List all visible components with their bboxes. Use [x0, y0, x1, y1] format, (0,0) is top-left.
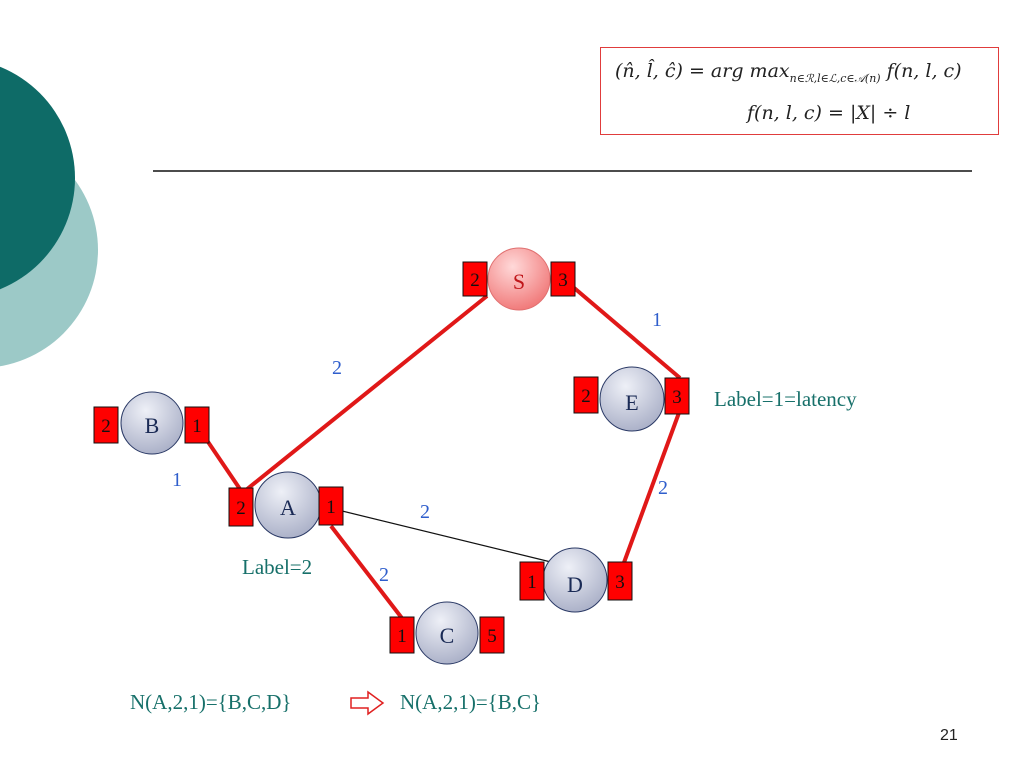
- neighbor-set-before: N(A,2,1)={B,C,D}: [130, 690, 292, 714]
- node-b: B 2 1: [93, 391, 210, 455]
- neighbor-set-after: N(A,2,1)={B,C}: [400, 690, 541, 714]
- node-b-right-port-label: 1: [192, 416, 202, 437]
- node-b-left-port-label: 2: [101, 416, 111, 437]
- label-a-annotation: Label=2: [242, 555, 312, 579]
- node-e-left-port-label: 2: [581, 386, 591, 407]
- node-e: E 2 3: [573, 366, 690, 432]
- edge-a-s-weight: 2: [332, 357, 342, 379]
- node-c-left-port-label: 1: [397, 626, 407, 647]
- node-e-right-port: [664, 377, 690, 415]
- node-d-right-port: [607, 561, 633, 601]
- node-d-left-port: [519, 561, 545, 601]
- formula-definition: f(n, l, c) = |X| ÷ l: [747, 102, 911, 124]
- node-b-label: B: [145, 413, 160, 438]
- node-b-left-port: [93, 406, 119, 444]
- formula-argmax-head: (n̂, l̂, ĉ) = arg max: [615, 60, 790, 82]
- node-c-right-port: [479, 616, 505, 654]
- node-e-circle: [599, 366, 665, 432]
- node-d-right-port-label: 3: [615, 572, 625, 593]
- node-e-label: E: [625, 390, 638, 415]
- node-c-circle: [415, 601, 479, 665]
- node-s: S 2 3: [462, 247, 576, 311]
- node-d: D 1 3: [519, 547, 633, 613]
- node-e-right-port-label: 3: [672, 387, 682, 408]
- edge-s-e-weight: 1: [652, 309, 662, 331]
- page-number: 21: [940, 727, 958, 744]
- node-d-label: D: [567, 572, 583, 597]
- node-c-left-port: [389, 616, 415, 654]
- node-c-right-port-label: 5: [487, 626, 497, 647]
- node-s-left-port-label: 2: [470, 270, 480, 291]
- node-a-right-port: [318, 486, 344, 526]
- formula-argmax-tail: f(n, l, c): [880, 60, 962, 82]
- node-c-label: C: [440, 623, 455, 648]
- edge-a-d: [329, 507, 556, 564]
- edge-a-c-weight: 2: [379, 564, 389, 586]
- edge-a-s: [239, 294, 489, 496]
- decor-circle-dark: [0, 66, 75, 290]
- edge-a-d-weight: 2: [420, 501, 430, 523]
- node-d-left-port-label: 1: [527, 572, 537, 593]
- formula-argmax-subscript: n∈ℛ,l∈ℒ,c∈𝒜(n): [789, 71, 881, 85]
- node-a-label: A: [280, 495, 296, 520]
- node-b-right-port: [184, 406, 210, 444]
- arrow-right-icon: [350, 690, 385, 716]
- edge-a-c: [329, 524, 410, 628]
- node-s-left-port: [462, 261, 488, 297]
- formula-argmax: (n̂, l̂, ĉ) = arg maxn∈ℛ,l∈ℒ,c∈𝒜(n) f(n,…: [615, 60, 962, 86]
- node-s-label: S: [513, 269, 525, 294]
- edge-e-d-weight: 2: [658, 477, 668, 499]
- node-a: A 2 1: [228, 471, 344, 539]
- node-b-circle: [120, 391, 184, 455]
- node-c: C 1 5: [389, 601, 505, 665]
- node-a-right-port-label: 1: [326, 497, 336, 518]
- formula-box: (n̂, l̂, ĉ) = arg maxn∈ℛ,l∈ℒ,c∈𝒜(n) f(n,…: [600, 47, 999, 135]
- node-e-left-port: [573, 376, 599, 414]
- edge-b-a-weight: 1: [172, 469, 182, 491]
- edge-s-e: [564, 279, 682, 380]
- label-latency-annotation: Label=1=latency: [714, 387, 857, 411]
- node-s-right-port-label: 3: [558, 270, 568, 291]
- node-s-right-port: [550, 261, 576, 297]
- node-s-circle: [487, 247, 551, 311]
- node-a-left-port-label: 2: [236, 498, 246, 519]
- edge-e-d: [620, 409, 682, 569]
- node-a-left-port: [228, 487, 254, 527]
